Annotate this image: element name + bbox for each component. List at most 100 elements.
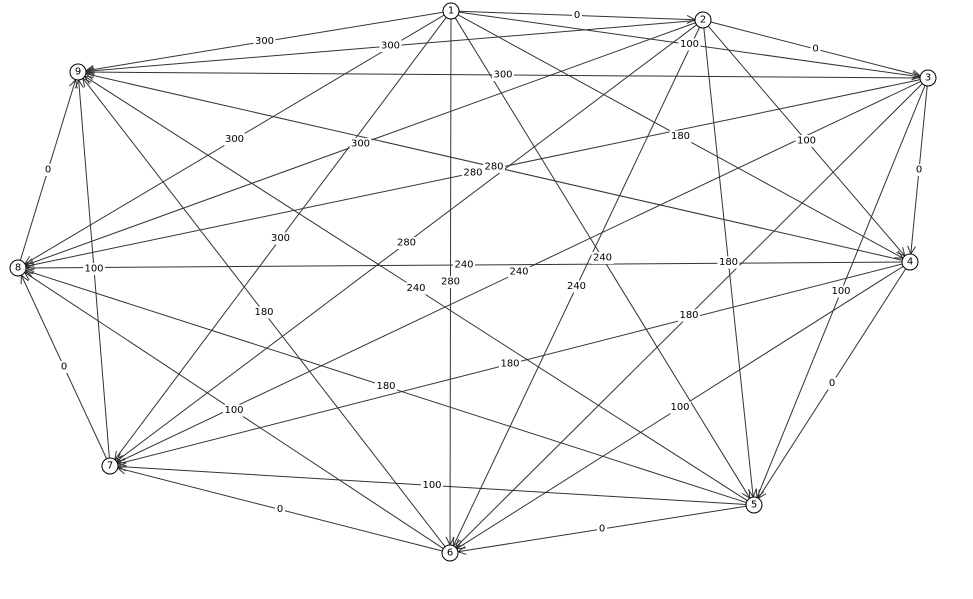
edge-label-bg-1-8 xyxy=(223,133,246,146)
edge-label-4-7: 180 xyxy=(500,359,519,370)
edge-label-6-7: 0 xyxy=(277,504,283,515)
edge-label-bg-3-6 xyxy=(678,309,700,322)
node-label-3: 3 xyxy=(925,73,931,84)
edge-label-bg-7-9 xyxy=(83,263,105,275)
edge-label-bg-2-6 xyxy=(565,280,588,293)
edge-label-7-8: 0 xyxy=(61,362,67,373)
edge-label-bg-8-9 xyxy=(43,164,53,176)
edge-label-bg-2-3 xyxy=(810,43,821,55)
edge-label-bg-3-9 xyxy=(492,69,514,81)
edge-label-3-6: 180 xyxy=(679,310,698,321)
node-2[interactable]: 2 xyxy=(694,11,712,29)
edge-label-2-4: 100 xyxy=(797,136,816,147)
edge-label-bg-6-8 xyxy=(223,404,245,417)
edge-label-bg-2-4 xyxy=(795,135,818,147)
edge-label-bg-1-3 xyxy=(678,38,701,51)
edge-label-3-4: 0 xyxy=(916,165,922,176)
node-circle-9[interactable] xyxy=(69,63,87,81)
edge-label-3-8: 280 xyxy=(463,168,482,179)
edge-label-bg-1-6 xyxy=(439,276,462,288)
edge-label-bg-1-9 xyxy=(253,35,276,48)
edge-label-bg-4-9 xyxy=(483,161,505,173)
edge-label-1-8: 300 xyxy=(225,134,244,145)
edge-label-1-7: 300 xyxy=(271,233,290,244)
edge-label-bg-6-7 xyxy=(275,503,285,516)
edge-label-2-6: 240 xyxy=(567,281,586,292)
nodes-layer: 1 2 3 4 5 6 7 8 9 xyxy=(9,2,937,562)
edge-label-bg-1-7 xyxy=(269,232,292,245)
edge-label-2-3: 0 xyxy=(812,44,818,55)
edge-label-5-9: 240 xyxy=(406,283,425,294)
edge-label-2-7: 280 xyxy=(397,238,416,249)
edge-label-bg-3-7 xyxy=(508,266,530,278)
edge-label-bg-2-8 xyxy=(349,138,372,150)
edge-label-3-7: 240 xyxy=(509,267,528,278)
node-1[interactable]: 1 xyxy=(442,2,460,20)
node-circle-3[interactable] xyxy=(919,69,937,87)
edge-label-2-9: 300 xyxy=(381,41,400,52)
node-5[interactable]: 5 xyxy=(745,496,763,514)
edge-label-4-8: 240 xyxy=(454,260,473,271)
edge-label-7-9: 100 xyxy=(84,264,103,275)
edge-label-3-5: 100 xyxy=(831,286,850,297)
node-7[interactable]: 7 xyxy=(101,457,119,475)
edge-label-4-5: 0 xyxy=(829,378,835,389)
node-4[interactable]: 4 xyxy=(901,253,919,271)
edge-label-bg-4-8 xyxy=(453,259,475,271)
node-circle-4[interactable] xyxy=(901,253,919,271)
node-circle-8[interactable] xyxy=(9,259,27,277)
edge-label-8-9: 0 xyxy=(45,165,51,176)
edge-label-1-4: 180 xyxy=(671,131,690,142)
edge-label-1-5: 240 xyxy=(593,253,612,264)
node-circle-7[interactable] xyxy=(101,457,119,475)
node-label-5: 5 xyxy=(751,500,757,511)
edge-label-5-6: 0 xyxy=(599,524,605,535)
edge-label-bg-1-5 xyxy=(591,252,614,264)
edge-label-bg-1-2 xyxy=(572,9,582,22)
edge-label-bg-4-5 xyxy=(827,377,837,390)
node-3[interactable]: 3 xyxy=(919,69,937,87)
edge-label-bg-5-8 xyxy=(375,380,397,393)
edge-label-bg-5-6 xyxy=(597,523,607,535)
node-label-4: 4 xyxy=(907,257,913,268)
node-circle-2[interactable] xyxy=(694,11,712,29)
node-9[interactable]: 9 xyxy=(69,63,87,81)
node-8[interactable]: 8 xyxy=(9,259,27,277)
node-label-7: 7 xyxy=(107,461,113,472)
node-label-9: 9 xyxy=(75,67,81,78)
edge-labels-layer: 0100180240280300300300010018024028030030… xyxy=(43,9,924,535)
edge-label-3-9: 300 xyxy=(493,70,512,81)
edge-label-1-9: 300 xyxy=(255,36,274,47)
edge-label-bg-3-5 xyxy=(830,285,852,298)
edge-label-4-6: 100 xyxy=(670,402,689,413)
edge-label-6-9: 180 xyxy=(254,307,273,318)
edge-label-bg-7-8 xyxy=(59,361,69,373)
edge-label-bg-3-4 xyxy=(914,164,924,176)
edge-label-5-8: 180 xyxy=(376,381,395,392)
node-circle-5[interactable] xyxy=(745,496,763,514)
edge-label-4-9: 280 xyxy=(484,162,503,173)
node-label-2: 2 xyxy=(700,15,706,26)
edge-label-bg-2-5 xyxy=(717,256,740,269)
edge-label-2-5: 180 xyxy=(719,257,738,268)
edge-label-5-7: 100 xyxy=(422,480,441,491)
edge-label-bg-1-4 xyxy=(669,130,692,143)
edge-label-bg-5-9 xyxy=(405,282,427,295)
edge-label-bg-6-9 xyxy=(253,306,275,319)
node-label-8: 8 xyxy=(15,263,21,274)
edge-label-6-8: 100 xyxy=(224,405,243,416)
edge-label-1-3: 100 xyxy=(680,39,699,50)
edge-label-bg-2-7 xyxy=(395,237,418,249)
edge-label-2-8: 300 xyxy=(351,139,370,150)
node-label-1: 1 xyxy=(448,6,454,17)
edge-label-1-6: 280 xyxy=(441,277,460,288)
edge-label-bg-4-7 xyxy=(499,358,521,370)
edge-label-bg-3-8 xyxy=(462,167,484,179)
node-circle-1[interactable] xyxy=(442,2,460,20)
edge-label-bg-4-6 xyxy=(669,401,691,414)
node-6[interactable]: 6 xyxy=(441,544,459,562)
edges-layer xyxy=(19,10,928,555)
edge-label-bg-2-9 xyxy=(379,40,402,52)
node-circle-6[interactable] xyxy=(441,544,459,562)
